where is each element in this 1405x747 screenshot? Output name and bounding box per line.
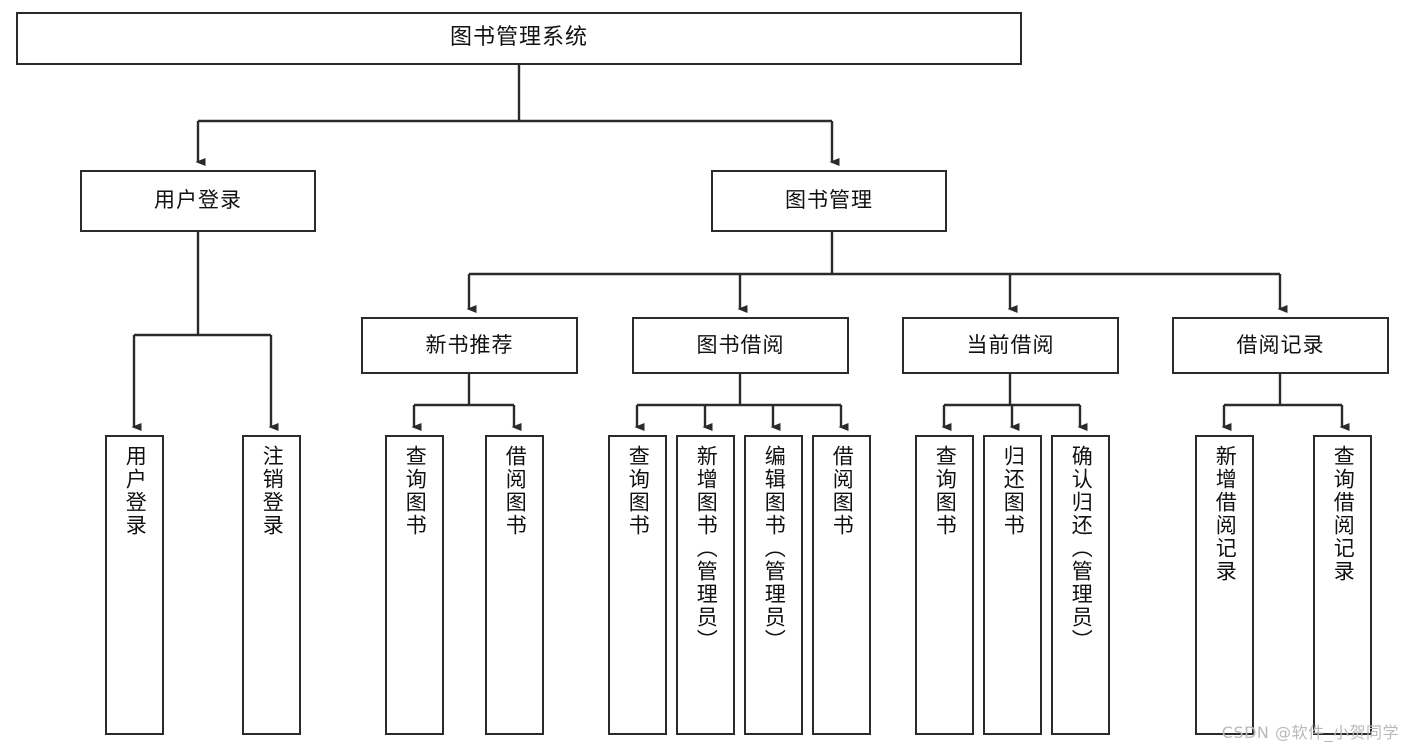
leaf-query-borrow-record-label: 查询借阅记录 bbox=[1331, 445, 1356, 583]
node-borrow-record[interactable]: 借阅记录 bbox=[1172, 317, 1389, 374]
leaf-borrow-book-newbook-label: 借阅图书 bbox=[503, 445, 528, 537]
leaf-user-logout[interactable]: 注销登录 bbox=[242, 435, 301, 735]
node-root[interactable]: 图书管理系统 bbox=[16, 12, 1022, 65]
leaf-user-login[interactable]: 用户登录 bbox=[105, 435, 164, 735]
leaf-query-book-newbook-label: 查询图书 bbox=[403, 445, 428, 537]
node-current-borrow[interactable]: 当前借阅 bbox=[902, 317, 1119, 374]
node-current-borrow-label: 当前借阅 bbox=[966, 332, 1055, 357]
leaf-user-login-label: 用户登录 bbox=[123, 445, 148, 537]
leaf-query-book-borrow[interactable]: 查询图书 bbox=[608, 435, 667, 735]
leaf-add-book-admin[interactable]: 新增图书（管理员） bbox=[676, 435, 735, 735]
leaf-query-book-newbook[interactable]: 查询图书 bbox=[385, 435, 444, 735]
leaf-confirm-return-admin[interactable]: 确认归还（管理员） bbox=[1051, 435, 1110, 735]
leaf-add-book-admin-label: 新增图书（管理员） bbox=[694, 445, 719, 652]
leaf-query-borrow-record[interactable]: 查询借阅记录 bbox=[1313, 435, 1372, 735]
leaf-return-book-label: 归还图书 bbox=[1001, 445, 1026, 537]
node-new-book-recommend[interactable]: 新书推荐 bbox=[361, 317, 578, 374]
node-book-borrow-label: 图书借阅 bbox=[696, 332, 785, 357]
leaf-borrow-book[interactable]: 借阅图书 bbox=[812, 435, 871, 735]
leaf-borrow-book-label: 借阅图书 bbox=[830, 445, 855, 537]
node-book-management[interactable]: 图书管理 bbox=[711, 170, 947, 232]
leaf-borrow-book-newbook[interactable]: 借阅图书 bbox=[485, 435, 544, 735]
leaf-query-book-current[interactable]: 查询图书 bbox=[915, 435, 974, 735]
leaf-query-book-current-label: 查询图书 bbox=[933, 445, 958, 537]
node-root-label: 图书管理系统 bbox=[449, 25, 588, 51]
node-user-login[interactable]: 用户登录 bbox=[80, 170, 316, 232]
leaf-edit-book-admin[interactable]: 编辑图书（管理员） bbox=[744, 435, 803, 735]
leaf-edit-book-admin-label: 编辑图书（管理员） bbox=[762, 445, 787, 652]
node-borrow-record-label: 借阅记录 bbox=[1236, 332, 1325, 357]
node-new-book-recommend-label: 新书推荐 bbox=[425, 332, 514, 357]
node-user-login-label: 用户登录 bbox=[154, 188, 242, 213]
leaf-return-book[interactable]: 归还图书 bbox=[983, 435, 1042, 735]
leaf-user-logout-label: 注销登录 bbox=[260, 445, 285, 537]
leaf-query-book-borrow-label: 查询图书 bbox=[626, 445, 651, 537]
leaf-confirm-return-admin-label: 确认归还（管理员） bbox=[1069, 445, 1094, 652]
leaf-add-borrow-record[interactable]: 新增借阅记录 bbox=[1195, 435, 1254, 735]
node-book-borrow[interactable]: 图书借阅 bbox=[632, 317, 849, 374]
node-book-management-label: 图书管理 bbox=[785, 188, 873, 213]
leaf-add-borrow-record-label: 新增借阅记录 bbox=[1213, 445, 1238, 583]
